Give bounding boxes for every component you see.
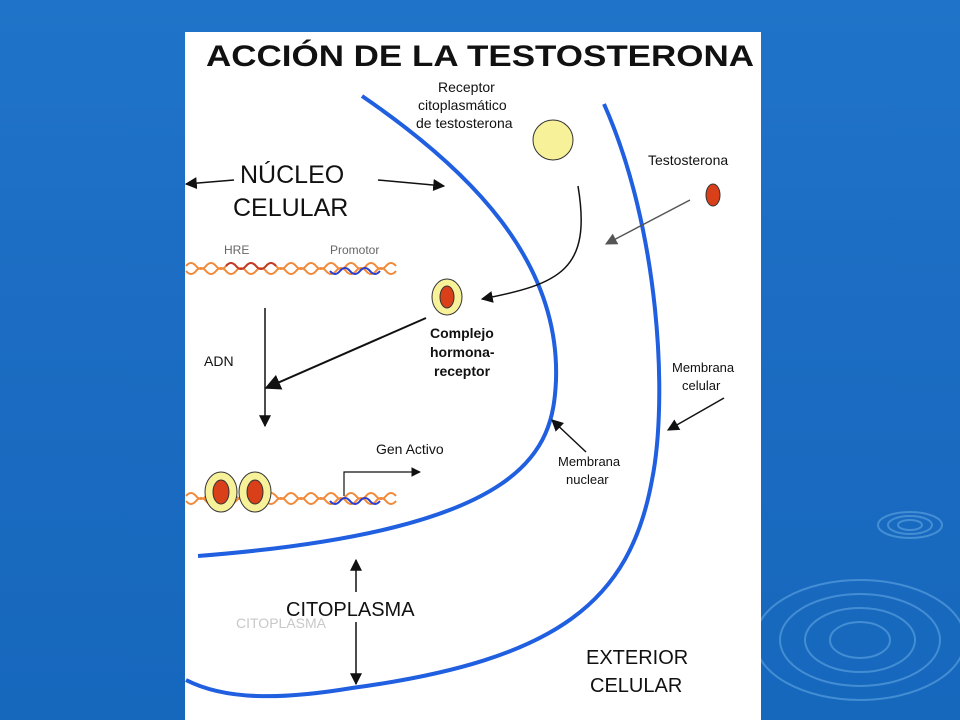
hre-segment (225, 262, 277, 270)
receptor-label-line3: de testosterona (416, 115, 513, 131)
diagram-title: ACCIÓN DE LA TESTOSTERONA (206, 39, 754, 73)
promotor-label: Promotor (330, 243, 379, 257)
cell-membrane-label-line1: Membrana (672, 360, 735, 375)
cytoplasm-faint-label: CITOPLASMA (236, 615, 327, 631)
water-ripple-decoration (754, 511, 960, 701)
promotor-segment (329, 267, 381, 275)
testosterone-entry-arrow (604, 199, 691, 245)
nuclear-membrane-label-line2: nuclear (566, 472, 609, 487)
exterior-label-line2: CELULAR (590, 675, 682, 697)
receptor-label-line2: citoplasmático (418, 97, 507, 113)
bound-complex-pair (204, 471, 272, 513)
complex-label-line2: hormona- (430, 344, 495, 360)
nucleus-label-line1: NÚCLEO (240, 160, 344, 189)
exterior-label-line1: EXTERIOR (586, 647, 688, 669)
cell-membrane-label-line2: celular (682, 378, 721, 393)
cytoplasmic-receptor (532, 119, 574, 161)
nucleus-arrow-right (377, 179, 446, 191)
testosterone-label: Testosterona (648, 152, 728, 168)
cell-membrane-pointer (666, 397, 725, 431)
dna-strand-upper (185, 262, 397, 275)
complex-to-dna-arrow (264, 317, 427, 390)
cell-membrane (185, 103, 662, 699)
nuclear-membrane-pointer (551, 419, 587, 453)
active-gene-label: Gen Activo (376, 441, 444, 457)
complex-label-line1: Complejo (430, 325, 494, 341)
transcription-start-arrow (343, 467, 421, 496)
nuclear-membrane (197, 94, 559, 558)
complex-label-line3: receptor (434, 363, 491, 379)
cytoplasm-label: CITOPLASMA (286, 599, 415, 621)
adn-label: ADN (204, 353, 234, 369)
nucleus-label-line2: CELULAR (233, 194, 348, 222)
hormone-receptor-complex (431, 278, 463, 316)
nucleus-arrow-left (184, 177, 235, 190)
testosterone-molecule (705, 183, 721, 207)
receptor-label-line1: Receptor (438, 79, 495, 95)
nuclear-membrane-label-line1: Membrana (558, 454, 621, 469)
hre-label: HRE (224, 243, 249, 257)
receptor-to-complex-arrow (480, 185, 582, 303)
